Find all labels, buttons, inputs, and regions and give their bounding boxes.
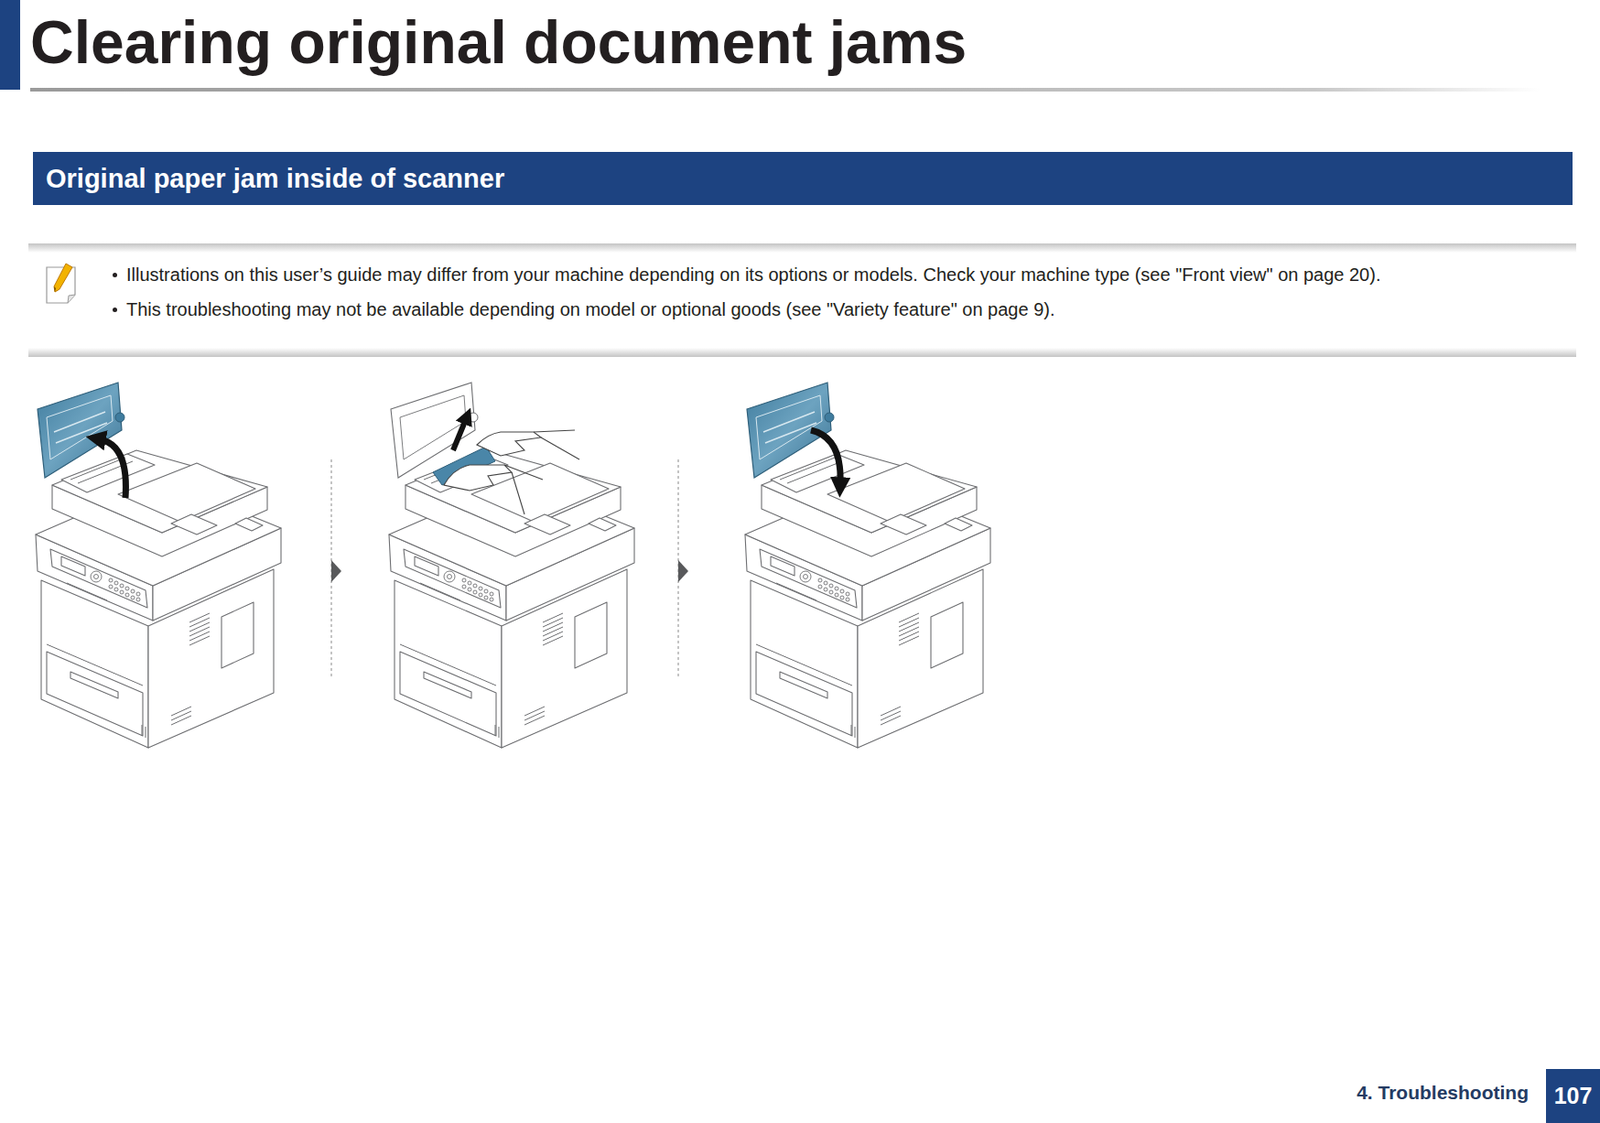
note-rule bbox=[28, 243, 1577, 253]
note-rule bbox=[28, 347, 1577, 357]
note-box: Illustrations on this user’s guide may d… bbox=[28, 245, 1577, 357]
bullet-dot bbox=[112, 307, 118, 313]
note-icon bbox=[46, 263, 76, 303]
printer-open-cover bbox=[35, 382, 282, 748]
footer-chapter: 4. Troubleshooting bbox=[1356, 1081, 1529, 1104]
step-arrow bbox=[331, 560, 342, 583]
printer-close-cover bbox=[745, 382, 991, 748]
title-bar bbox=[0, 0, 21, 90]
step-arrow bbox=[678, 560, 689, 583]
page-number: 107 bbox=[1554, 1083, 1593, 1110]
bullet-dot bbox=[112, 272, 118, 278]
note-text: This troubleshooting may not be availabl… bbox=[126, 298, 1566, 321]
section-band: Original paper jam inside of scanner bbox=[32, 151, 1573, 206]
page-title: Clearing original document jams bbox=[30, 11, 967, 73]
section-heading: Original paper jam inside of scanner bbox=[45, 162, 505, 195]
note-text: Illustrations on this user’s guide may d… bbox=[126, 263, 1566, 286]
printer-remove-paper bbox=[389, 382, 635, 748]
page-number-box: 107 bbox=[1545, 1069, 1600, 1123]
title-rule bbox=[30, 87, 1541, 92]
